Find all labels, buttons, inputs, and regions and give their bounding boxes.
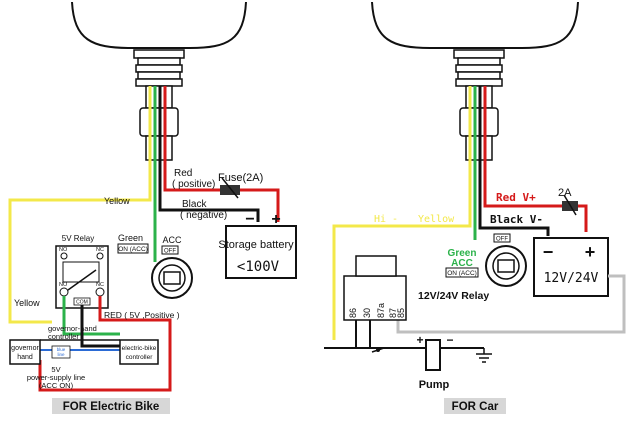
ebike-relay-no-left: NO [59,247,68,253]
ebike-fuse-label: Fuse(2A) [218,172,263,184]
ebike-red-5v-label: RED ( 5V ,Positive ) [104,310,180,320]
ebike-relay-nc-right: NC [96,282,104,288]
ebike-fuse [220,177,240,199]
ebike-diagram: − + Storage battery <100V OFF ACC ON (AC… [8,1,297,414]
car-on-acc-label: ON (ACC) [447,270,477,277]
ebike-caption: FOR Electric Bike [63,401,160,413]
ebike-off-label: OFF [164,249,176,255]
ebike-red-wire [163,168,280,222]
ebike-relay-label: 5V Relay [62,234,94,243]
ebike-governor-hand-1: governor [11,345,39,352]
car-relay-label: 12V/24V Relay [418,290,489,302]
car-relay-pin87a: 87a [376,303,386,318]
ebike-supply-1: 5V [51,365,60,374]
car-relay-pin86: 86 [348,308,358,318]
car-pump: + − Pump [416,333,453,391]
car-relay-pin87: 87 [388,308,398,318]
ebike-gov-hand-controller-1: governor-hand [48,324,97,333]
ebike-gov-hand-controller-2: controller [48,332,79,341]
car-acc-label: ACC [451,258,473,269]
car-green-label: Green [448,248,477,259]
svg-text:−: − [543,242,554,262]
ebike-governor-hand-2: hand [17,354,33,361]
car-yellow-wire [332,168,472,340]
car-black-wire [478,168,550,236]
car-gray-wire [396,274,626,334]
car-black-v-label: Black V- [490,213,543,226]
ebike-acc-label: ACC [162,235,182,245]
car-device-housing [371,1,579,49]
car-battery: − + 12V/24V [533,237,609,297]
ground-icon [476,348,492,363]
ebike-acc-switch: OFF ACC [151,235,193,299]
ebike-battery-voltage: <100V [237,259,280,275]
car-fuse [562,194,578,216]
car-pump-label: Pump [419,379,450,391]
ebike-controller-2: controller [126,354,154,361]
car-off-label: OFF [496,237,508,243]
car-relay-pin85: 85 [396,308,406,318]
ebike-supply-3: (ACC ON) [39,381,74,390]
ebike-line-label: line [57,352,65,357]
car-battery-label: 12V/24V [544,271,599,286]
car-pump-circuit [324,320,484,349]
ebike-wire-bundle [148,86,167,170]
car-red-v-label: Red V+ [496,191,536,204]
svg-text:−: − [245,211,254,228]
car-pump-minus: − [446,333,453,347]
ebike-yellow-top-label: Yellow [104,196,130,206]
svg-text:+: + [271,211,280,228]
ebike-battery: − + Storage battery <100V [218,211,297,279]
car-relay: 86 30 87a 87 85 [343,255,407,321]
ebike-supply-2: power-supply line [27,373,85,382]
ebike-black-wire [158,168,260,222]
car-hi-label: Hi - [374,214,398,225]
ebike-relay-nc-left: NC [96,247,104,253]
car-caption-bg [444,398,506,414]
ebike-relay-black [80,305,120,348]
ebike-relay-com: COM [76,300,88,306]
car-acc-switch: OFF [485,233,527,287]
car-caption: FOR Car [452,401,499,413]
svg-text:+: + [585,242,596,262]
ebike-on-acc-label: ON (ACC) [118,246,148,253]
ebike-yellow-wire [8,168,152,324]
ebike-relay-no-right: NO [59,282,68,288]
car-yellow-label: Yellow [418,214,455,225]
ebike-black-label: Black [182,199,207,210]
ebike-relay-green [62,296,120,336]
car-pump-plus: + [416,333,423,347]
car-red-wire [483,168,588,232]
car-relay-pin30: 30 [362,308,372,318]
ebike-green-label: Green [118,233,143,243]
ebike-positive-label: ( positive) [172,179,215,190]
ebike-relay-red [38,296,172,392]
ebike-battery-label: Storage battery [218,239,294,251]
ebike-blue-label: blue [57,347,66,352]
car-wire-bundle [468,86,487,170]
ebike-negative-label: ( negative) [180,210,227,221]
car-amp-label: 2A [558,187,572,199]
ebike-yellow-left-label: Yellow [14,298,40,308]
car-switch-symbol [371,347,385,353]
ebike-red-label: Red [174,168,192,179]
ebike-caption-bg [52,398,170,414]
ebike-controller-1: electric-bike [122,345,157,352]
ebike-device-housing [71,1,247,49]
car-diagram: − + 12V/24V OFF Green ACC ON (ACC) 86 30… [324,1,626,414]
